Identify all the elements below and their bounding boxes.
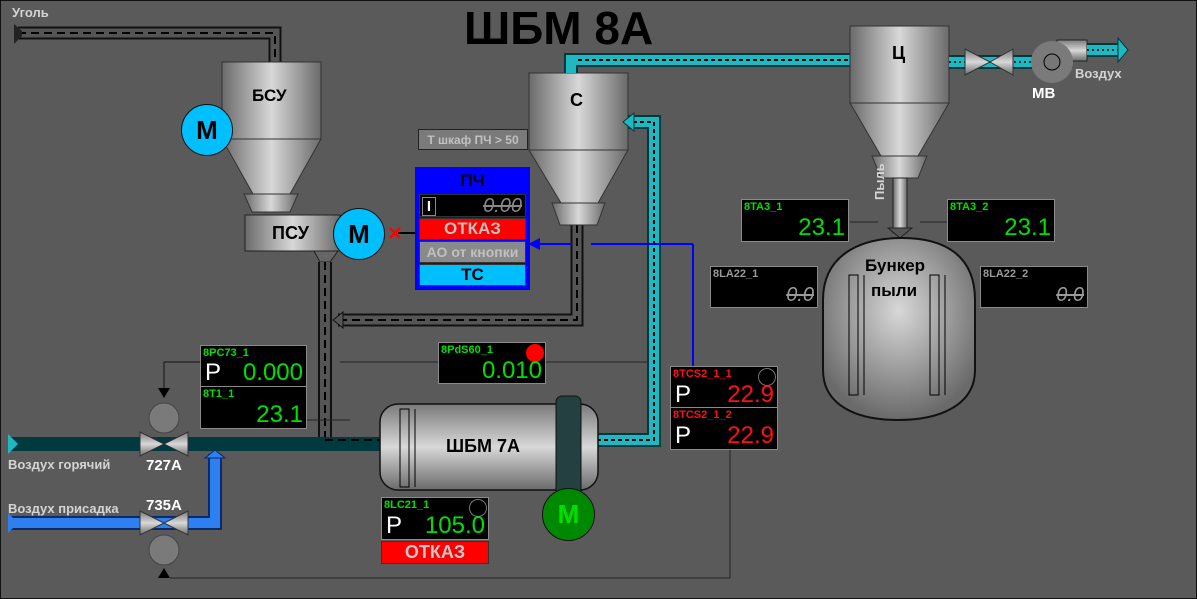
psu-feeder: [244, 214, 341, 263]
instrument-tag: 8LC21_1: [384, 499, 430, 511]
mill-motor[interactable]: М: [542, 488, 595, 541]
fan-label: МВ: [1032, 85, 1056, 102]
separator-label: С: [570, 90, 583, 110]
valve-727a-label: 727А: [146, 457, 182, 474]
air-pipe-to-cyclone: [564, 53, 852, 73]
cyclone-label: Ц: [892, 43, 906, 63]
instrument-pc73[interactable]: 8PC73_1 P 0.000: [200, 345, 307, 387]
mill-label: ШБМ 7А: [446, 436, 521, 456]
mill-drum: [379, 395, 599, 497]
status-lamp: [758, 368, 776, 386]
psu-motor[interactable]: М: [333, 208, 385, 260]
motor-label: М: [348, 218, 370, 249]
pch-ts-button[interactable]: ТС: [419, 264, 526, 286]
additive-air-label: Воздух присадка: [8, 501, 119, 516]
mode-letter: P: [205, 359, 222, 386]
t-cabinet-alarm: Т шкаф ПЧ > 50: [418, 129, 528, 150]
instrument-tag: 8TA3_2: [950, 201, 989, 213]
instrument-value: 23.1: [798, 214, 845, 241]
pch-value-row: I 0.00: [419, 194, 526, 217]
instrument-tag: 8LA22_1: [713, 268, 759, 280]
lc21-fault: ОТКАЗ: [381, 541, 489, 564]
instrument-tag: 8TA3_1: [744, 201, 783, 213]
coal-label: Уголь: [12, 5, 49, 20]
bunker-label-2: пыли: [871, 281, 918, 300]
bsu-motor[interactable]: М: [181, 104, 233, 156]
psu-label: ПСУ: [272, 223, 309, 243]
instrument-la22-1[interactable]: 8LA22_1 0.0: [710, 266, 818, 308]
additive-air-line: [8, 449, 227, 533]
separator: [528, 72, 629, 226]
status-lamp: [469, 499, 487, 517]
coal-pipe: [14, 24, 282, 62]
pch-panel[interactable]: ПЧ I 0.00 ОТКАЗ АО от кнопки ТС: [415, 167, 530, 290]
motor-label: М: [196, 114, 218, 145]
dust-label: Пыль: [872, 163, 887, 200]
valve-735a[interactable]: [139, 450, 731, 579]
pch-title: ПЧ: [460, 171, 485, 190]
pch-fault: ОТКАЗ: [419, 218, 526, 240]
instrument-value: 0.0: [1056, 284, 1084, 306]
instrument-ta3-1[interactable]: 8TA3_1 23.1: [741, 199, 849, 242]
instrument-value: 0.0: [786, 284, 814, 306]
instrument-value: 23.1: [256, 401, 303, 428]
hot-air-pipe-to-separator: [597, 111, 661, 447]
exhaust-line: [949, 36, 1129, 83]
instrument-tag: 8TCS2_1_1: [673, 368, 732, 380]
hot-air-line: [8, 434, 385, 454]
instrument-tag: 8PdS60_1: [441, 344, 493, 356]
valve-727a[interactable]: [139, 361, 200, 457]
page-title: ШБМ 8А: [464, 2, 654, 54]
instrument-value: 23.1: [1004, 214, 1051, 241]
instrument-value: 0.010: [481, 357, 542, 384]
instrument-pds60[interactable]: 8PdS60_1 0.010: [438, 342, 546, 384]
dust-bunker: [822, 236, 976, 422]
instrument-ta3-2[interactable]: 8TA3_2 23.1: [947, 199, 1055, 242]
bsu-label: БСУ: [252, 86, 287, 105]
air-out-label: Воздух: [1075, 66, 1122, 81]
mode-letter: P: [675, 422, 692, 449]
status-lamp: [526, 344, 544, 362]
instrument-tag: 8PC73_1: [203, 347, 249, 359]
instrument-tag: 8LA22_2: [983, 268, 1029, 280]
bsu-hopper: [221, 61, 322, 213]
instrument-tcs2-1[interactable]: 8TCS2_1_1 P 22.9: [670, 366, 778, 408]
pch-ao-source: АО от кнопки: [419, 241, 526, 263]
instrument-value: 22.9: [727, 422, 774, 449]
valve-735a-label: 735А: [146, 497, 182, 514]
cyclone: [849, 25, 950, 239]
pch-mode: I: [422, 197, 436, 216]
motor-label: М: [557, 499, 580, 529]
instrument-value: 105.0: [424, 512, 485, 539]
instrument-value: 22.9: [727, 381, 774, 408]
mode-letter: P: [675, 381, 692, 408]
instrument-tag: 8T1_1: [203, 388, 235, 400]
instrument-tcs2-2[interactable]: 8TCS2_1_2 P 22.9: [670, 407, 778, 450]
pch-value: 0.00: [483, 195, 522, 217]
mode-letter: P: [386, 512, 403, 539]
instrument-t1[interactable]: 8T1_1 23.1: [200, 386, 307, 429]
instrument-la22-2[interactable]: 8LA22_2 0.0: [980, 266, 1088, 308]
separator-return-pipe: [332, 225, 584, 330]
bunker-label-1: Бункер: [865, 256, 926, 275]
signal-lines: [307, 221, 948, 421]
instrument-value: 0.000: [242, 359, 303, 386]
instrument-lc21[interactable]: 8LC21_1 P 105.0: [381, 497, 489, 540]
instrument-tag: 8TCS2_1_2: [673, 409, 732, 421]
hot-air-label: Воздух горячий: [8, 457, 111, 472]
